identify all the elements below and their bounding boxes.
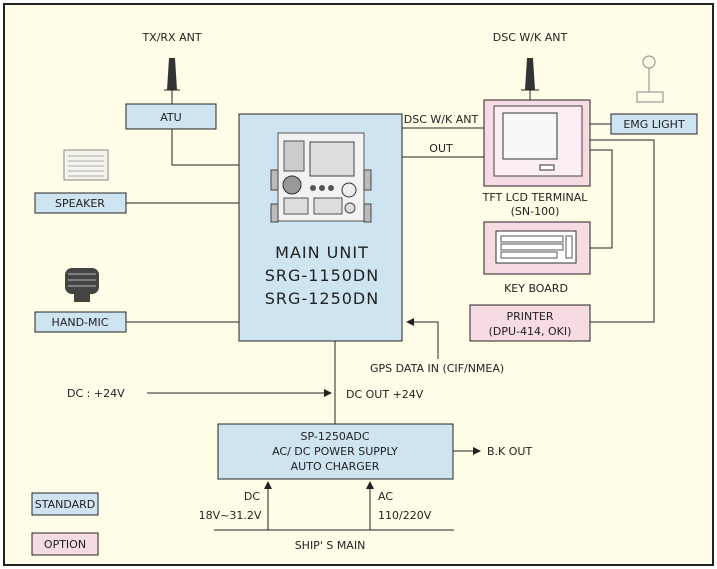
printer-box [469,304,591,342]
main-unit-panel-icon [270,132,372,223]
speaker-icon [63,149,109,181]
power-supply-model: SP-1250ADC [300,430,369,443]
emg-light-label: EMG LIGHT [623,118,685,131]
ac-source-range: 110/220V [378,509,432,522]
legend-option-label: OPTION [44,538,86,551]
dc-source-range: 18V~31.2V [199,509,262,522]
legend-standard-label: STANDARD [35,498,96,511]
atu-box [125,103,217,130]
power-supply-box [217,423,454,480]
ships-main-label: SHIP' S MAIN [295,539,366,552]
dsc-antenna-icon [521,58,539,91]
gps-data-in-label: GPS DATA IN (CIF/NMEA) [370,362,504,375]
keyboard-icon [495,230,577,264]
legend-option-swatch [31,532,99,556]
main-unit-title: MAIN UNIT [275,243,369,262]
emg-light-icon [636,55,664,103]
legend-standard-swatch [31,492,99,516]
txrx-antenna-label: TX/RX ANT [141,31,201,44]
tft-terminal-label: TFT LCD TERMINAL [482,191,589,204]
keyboard-label: KEY BOARD [504,282,568,295]
power-supply-type: AC/ DC POWER SUPPLY [272,445,398,458]
printer-model: (DPU-414, OKI) [489,325,572,338]
hand-mic-icon [65,268,99,302]
power-supply-charger: AUTO CHARGER [291,460,380,473]
txrx-antenna-icon [164,58,180,91]
main-unit-model-2: SRG-1250DN [265,289,379,308]
connection-lines [126,90,655,531]
speaker-label: SPEAKER [55,197,105,210]
bk-out-label: B.K OUT [487,445,532,458]
speaker-box [34,192,127,214]
atu-label: ATU [160,111,181,124]
main-unit-model-1: SRG-1150DN [265,266,379,285]
out-signal-label: OUT [429,142,453,155]
hand-mic-label: HAND-MIC [52,316,109,329]
tft-monitor-icon [493,105,583,177]
ac-source-label: AC [378,490,393,503]
dsc-wk-ant-signal-label: DSC W/K ANT [404,113,479,126]
hand-mic-box [34,311,127,333]
tft-terminal-model: (SN-100) [511,205,560,218]
dc-source-label: DC [244,490,260,503]
dc-out-label: DC OUT +24V [346,388,424,401]
emg-light-box [610,113,698,135]
dsc-antenna-label: DSC W/K ANT [493,31,568,44]
printer-label: PRINTER [506,310,553,323]
dc-in-label: DC : +24V [67,387,125,400]
